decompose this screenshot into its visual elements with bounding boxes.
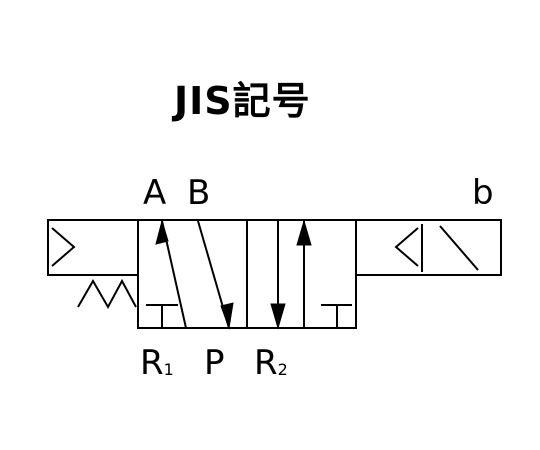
port-label-p: P	[204, 343, 225, 383]
solenoid-b	[355, 219, 502, 276]
arrow-to-a	[155, 219, 169, 245]
port-label-a: A	[143, 173, 166, 213]
port-label-r1-main: R	[140, 343, 164, 383]
port-label-r2: R2	[254, 343, 288, 383]
arrow-to-r1	[220, 302, 234, 330]
return-spring	[77, 278, 137, 310]
port-label-r2-sub: 2	[278, 360, 288, 379]
pilot-triangle-right	[394, 227, 419, 267]
position-right	[270, 219, 352, 330]
valve-body	[137, 219, 357, 329]
page-title: JIS記号	[174, 79, 311, 123]
position-left	[146, 219, 234, 330]
left-actuator	[47, 219, 139, 276]
arrow-up-to-b	[296, 219, 312, 246]
pilot-triangle-left	[51, 227, 76, 267]
port-label-b: B	[187, 173, 210, 213]
arrow-down-to-r2	[270, 303, 286, 330]
coil-label-b: b	[472, 173, 494, 213]
port-label-r1-sub: 1	[164, 360, 174, 379]
port-label-r1: R1	[140, 343, 174, 383]
port-label-r2-main: R	[254, 343, 278, 383]
